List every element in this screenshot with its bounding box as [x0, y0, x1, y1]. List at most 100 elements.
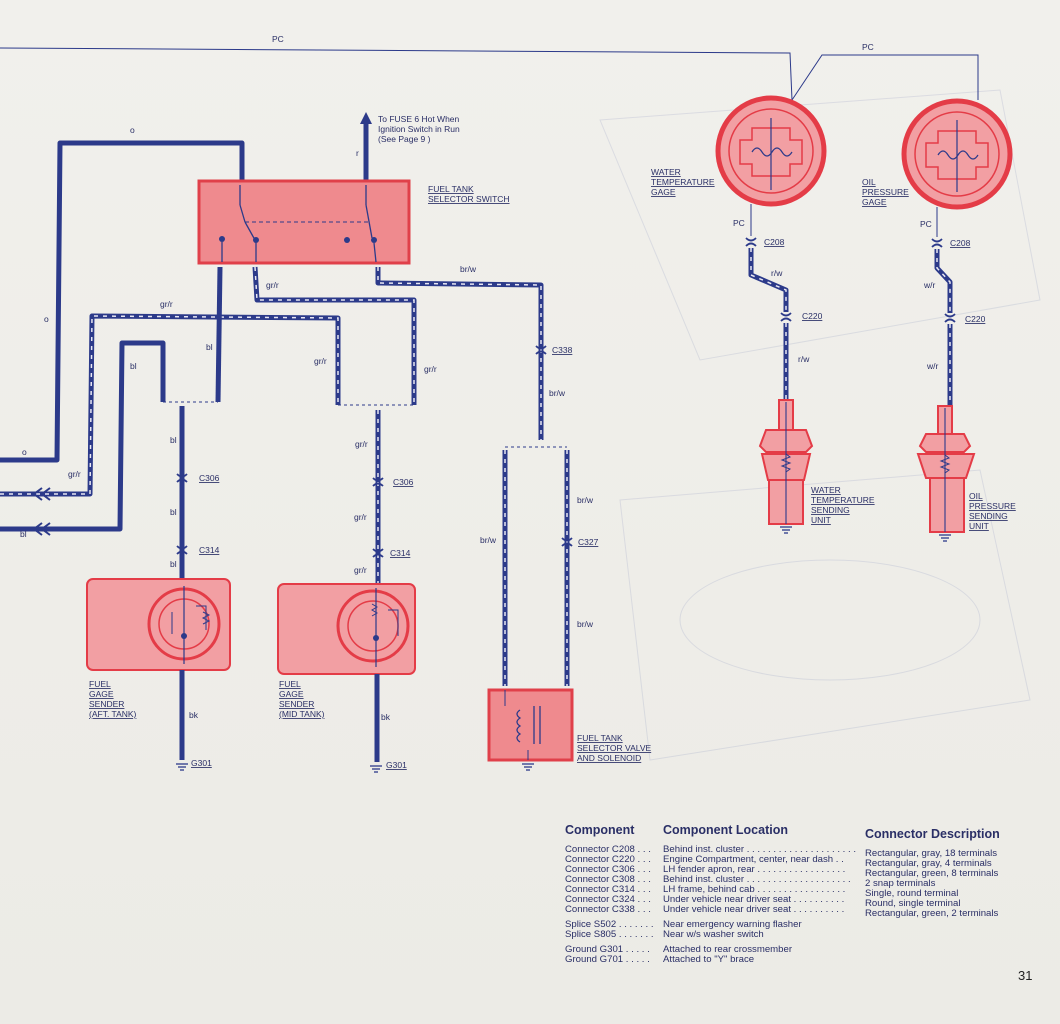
oil-sender-label-1: OIL	[969, 491, 983, 501]
legend-row-component: Connector C314 . . .	[565, 884, 651, 895]
fuel-aft-label-4: (AFT. TANK)	[89, 709, 137, 719]
wire-r-label: r	[356, 148, 359, 158]
bl-label-3: bl	[170, 435, 177, 445]
legend-row-location: Near emergency warning flasher	[663, 919, 802, 930]
pc-label-right: PC	[862, 42, 874, 52]
c220-label-water: C220	[802, 311, 823, 321]
legend-row-location: Behind inst. cluster . . . . . . . . . .…	[663, 874, 851, 885]
br-w-label-5: br/w	[577, 619, 594, 629]
gr-r-label-4: gr/r	[424, 364, 437, 374]
left-connector-gr-r	[32, 487, 51, 501]
legend-row-component: Connector C308 . . .	[565, 874, 651, 885]
pc-wire-top	[0, 47, 793, 101]
wire-o-label-left: o	[44, 314, 49, 324]
ground-icon-mid	[369, 765, 383, 773]
water-temperature-gage	[715, 95, 827, 207]
selector-switch-label-1: FUEL TANK	[428, 184, 474, 194]
br-w-label-4: br/w	[480, 535, 497, 545]
legend-row-location: Near w/s washer switch	[663, 929, 764, 940]
fuse-note-line-2: Ignition Switch in Run	[378, 124, 460, 134]
c327-label: C327	[578, 537, 599, 547]
legend-row-location: Behind inst. cluster . . . . . . . . . .…	[663, 844, 857, 855]
fuel-aft-label-2: GAGE	[89, 689, 114, 699]
connector-c220-water	[780, 312, 792, 322]
g301-label-aft: G301	[191, 758, 212, 768]
oil-pressure-gage	[901, 98, 1013, 210]
legend-row-component: Ground G301 . . . . .	[565, 944, 650, 955]
wire-gr-r-switch	[252, 266, 417, 405]
water-gage-label-1: WATER	[651, 167, 681, 177]
left-connector-bl	[32, 522, 51, 536]
legend-row-component: Connector C306 . . .	[565, 864, 651, 875]
legend-row-description: Round, single terminal	[865, 898, 961, 909]
legend-row-description: 2 snap terminals	[865, 878, 936, 889]
legend-row-component: Splice S805 . . . . . . .	[565, 929, 654, 940]
ground-icon-water-sender	[779, 526, 793, 534]
connector-c220-oil	[944, 313, 956, 323]
c314-label-aft: C314	[199, 545, 220, 555]
c220-label-oil: C220	[965, 314, 986, 324]
bl-label-2: bl	[130, 361, 137, 371]
bl-label-5: bl	[170, 559, 177, 569]
fuel-aft-label: FUEL GAGE SENDER (AFT. TANK)	[89, 679, 137, 719]
water-gage-label-2: TEMPERATURE	[651, 177, 715, 187]
legend-row-location: Engine Compartment, center, near dash . …	[663, 854, 844, 865]
fuel-mid-label-2: GAGE	[279, 689, 304, 699]
oil-pressure-sending-unit	[916, 405, 976, 533]
wire-o	[0, 140, 245, 463]
legend-row-component: Connector C220 . . .	[565, 854, 651, 865]
fuse-note-line-1: To FUSE 6 Hot When	[378, 114, 460, 124]
w-r-label-2: w/r	[926, 361, 939, 371]
pc-wire-right	[791, 54, 979, 101]
legend-row-description: Rectangular, green, 2 terminals	[865, 908, 999, 919]
legend-row-description: Single, round terminal	[865, 888, 959, 899]
c306-label-mid: C306	[393, 477, 414, 487]
oil-gage-label-1: OIL	[862, 177, 876, 187]
wire-o-label-bottom: o	[22, 447, 27, 457]
fuse-note-line-3: (See Page 9 )	[378, 134, 431, 144]
connector-c208-oil	[931, 238, 943, 248]
legend-row-location: Attached to "Y" brace	[663, 954, 755, 965]
oil-gage-label-2: PRESSURE	[862, 187, 909, 197]
ground-icon-oil-sender	[938, 534, 952, 542]
legend-row-description: Rectangular, gray, 18 terminals	[865, 848, 998, 859]
legend-row-location: Attached to rear crossmember	[663, 944, 793, 955]
legend-row-description: Rectangular, green, 8 terminals	[865, 868, 999, 879]
background-sketch	[599, 89, 1041, 761]
connector-c208-water	[745, 237, 757, 247]
fuel-mid-label: FUEL GAGE SENDER (MID TANK)	[279, 679, 325, 719]
valve-label-3: AND SOLENOID	[577, 753, 641, 763]
c314-label-mid: C314	[390, 548, 411, 558]
pc-oil-label: PC	[920, 219, 932, 229]
bk-label-aft: bk	[189, 710, 199, 720]
ground-icon-aft	[175, 763, 189, 771]
c306-label-aft: C306	[199, 473, 220, 483]
wire-o-label-top: o	[130, 125, 135, 135]
wire-gr-r-main	[0, 313, 341, 497]
bl-label-left: bl	[20, 529, 27, 539]
fuel-aft-label-1: FUEL	[89, 679, 111, 689]
oil-sender-label-3: SENDING	[969, 511, 1008, 521]
ground-icon-valve	[521, 763, 535, 771]
legend-row-component: Connector C208 . . .	[565, 844, 651, 855]
oil-sender-label-4: UNIT	[969, 521, 989, 531]
wire-bl-switch	[215, 266, 223, 403]
legend-row-component: Connector C324 . . .	[565, 894, 651, 905]
fuse-arrow-icon	[360, 112, 372, 124]
water-temperature-sending-unit	[758, 399, 814, 525]
gr-r-label-7: gr/r	[354, 565, 367, 575]
wire-br-w-switch	[375, 267, 544, 440]
legend-header-location: Component Location	[663, 823, 788, 837]
gr-r-label-5: gr/r	[355, 439, 368, 449]
gr-r-label-2: gr/r	[266, 280, 279, 290]
r-w-label-1: r/w	[771, 268, 783, 278]
fuse-note: To FUSE 6 Hot When Ignition Switch in Ru…	[378, 114, 460, 144]
gr-r-label-left: gr/r	[68, 469, 81, 479]
bl-label-1: bl	[206, 342, 213, 352]
legend-row-location: Under vehicle near driver seat . . . . .…	[663, 894, 845, 905]
c338-label: C338	[552, 345, 573, 355]
water-gage-label-3: GAGE	[651, 187, 676, 197]
page-number: 31	[1018, 968, 1033, 983]
